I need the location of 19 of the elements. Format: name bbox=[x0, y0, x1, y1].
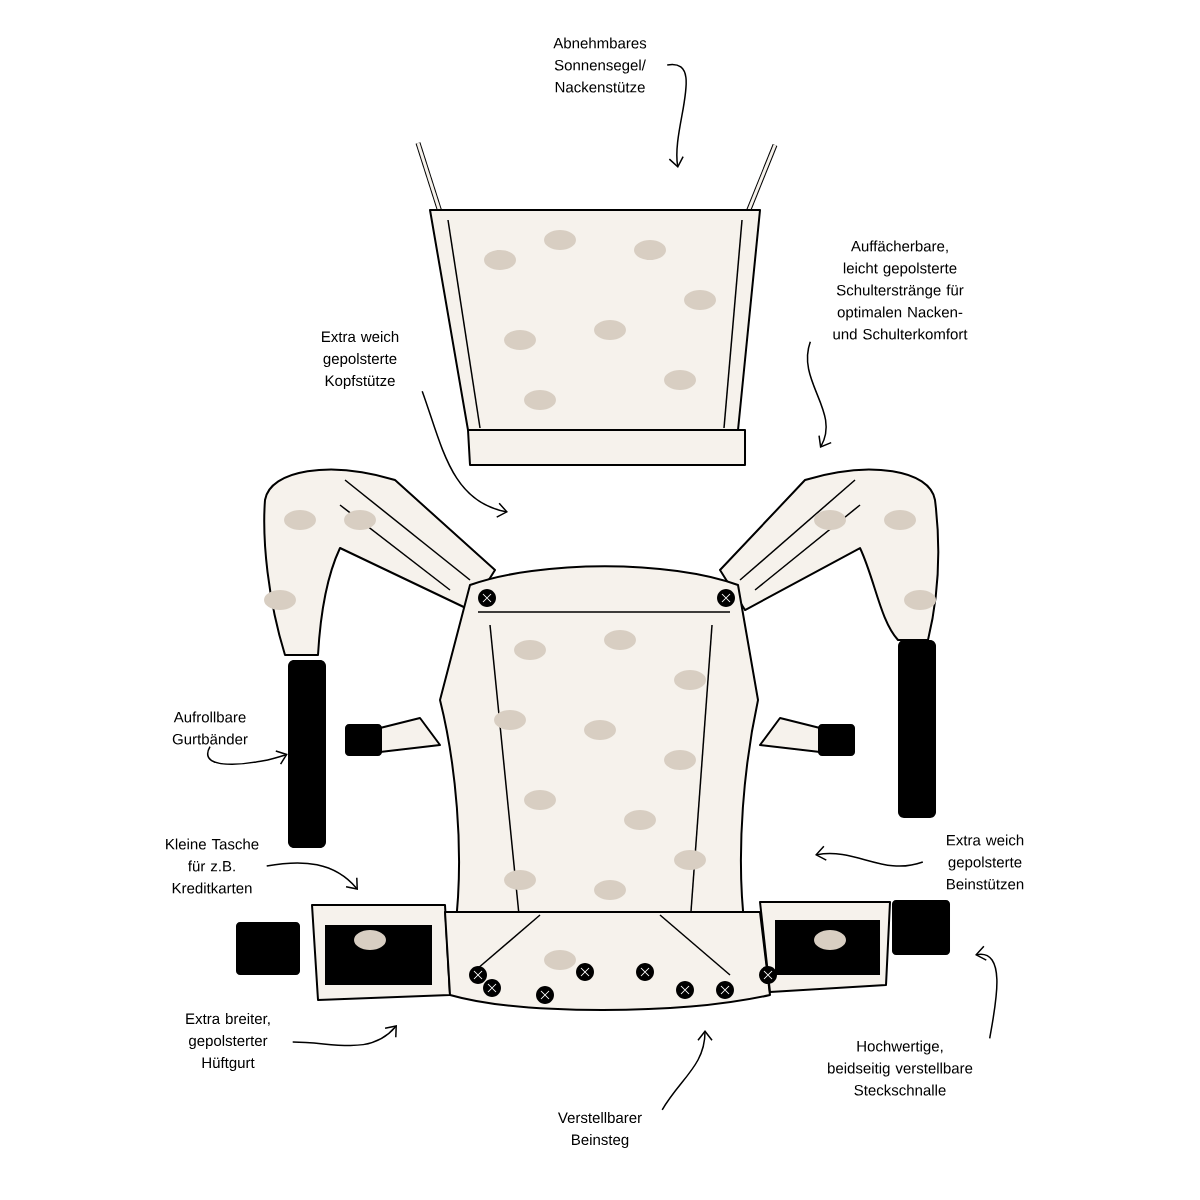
leader-arrow bbox=[207, 745, 288, 766]
leader-arrow bbox=[806, 340, 832, 448]
callout-text: Kleine Tasche für z.B. Kreditkarten bbox=[166, 838, 259, 894]
callout-text: Extra weich gepolsterte Beinstützen bbox=[947, 834, 1024, 890]
leader-arrow bbox=[666, 64, 687, 168]
callout-text: Auffächerbare, leicht gepolsterte Schulterstränge für optimalen Nacken- und Schulterkomfort bbox=[833, 240, 968, 340]
webbing-strap bbox=[288, 660, 326, 848]
leader-arrow bbox=[291, 1025, 397, 1047]
leader-arrow bbox=[421, 390, 508, 518]
callout-text: Extra weich gepolsterte Kopfstütze bbox=[322, 331, 399, 389]
leader-arrow bbox=[265, 862, 358, 890]
callout-text: Hochwertige, beidseitig verstellbare Steckschnalle bbox=[828, 1040, 973, 1096]
callout-text: Verstellbarer Beinsteg bbox=[557, 1112, 642, 1148]
leader-arrow bbox=[661, 1030, 713, 1111]
leader-arrow bbox=[815, 845, 924, 867]
callout-text: Extra breiter, gepolsterter Hüftgurt bbox=[186, 1013, 270, 1071]
callout-text: Abnehmbares Sonnensegel/ Nackenstütze bbox=[553, 37, 647, 93]
leader-arrow bbox=[975, 945, 998, 1040]
callout-text: Aufrollbare Gurtbänder bbox=[172, 711, 248, 745]
